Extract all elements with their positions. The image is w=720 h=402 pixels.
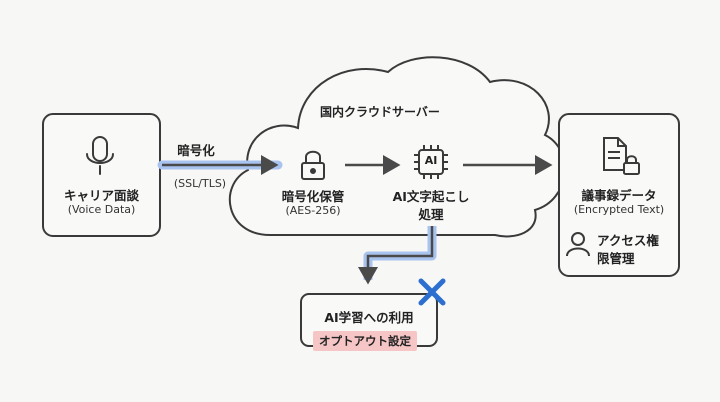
access-control-label-line2: 限管理 bbox=[597, 251, 635, 266]
output-box bbox=[558, 113, 680, 277]
storage-subtitle: (AES-256) bbox=[285, 204, 341, 217]
lock-icon bbox=[301, 150, 325, 180]
ai-chip-label: AI bbox=[424, 154, 438, 167]
storage-title: 暗号化保管 bbox=[281, 189, 345, 204]
microphone-icon bbox=[86, 136, 114, 175]
source-box bbox=[42, 113, 161, 237]
cross-icon bbox=[418, 278, 446, 306]
transcription-title: AI文字起こし bbox=[392, 189, 470, 204]
ai-learning-path bbox=[358, 226, 434, 285]
ai-chip-icon bbox=[414, 145, 448, 179]
source-subtitle: (Voice Data) bbox=[67, 203, 136, 216]
opt-out-badge: オプトアウト設定 bbox=[313, 331, 417, 351]
output-subtitle: (Encrypted Text) bbox=[573, 203, 665, 216]
transfer-protocol: (SSL/TLS) bbox=[173, 177, 227, 190]
document-lock-icon bbox=[603, 137, 640, 175]
output-title: 議事録データ bbox=[581, 188, 657, 203]
source-title: キャリア面談 bbox=[63, 188, 139, 203]
transfer-label: 暗号化 bbox=[177, 143, 215, 158]
user-icon bbox=[566, 232, 590, 257]
ai-learning-title: AI学習への利用 bbox=[324, 310, 414, 325]
access-control-label: アクセス権 bbox=[597, 233, 659, 248]
cloud-title: 国内クラウドサーバー bbox=[320, 105, 440, 119]
transcription-title-line2: 処理 bbox=[418, 207, 444, 222]
